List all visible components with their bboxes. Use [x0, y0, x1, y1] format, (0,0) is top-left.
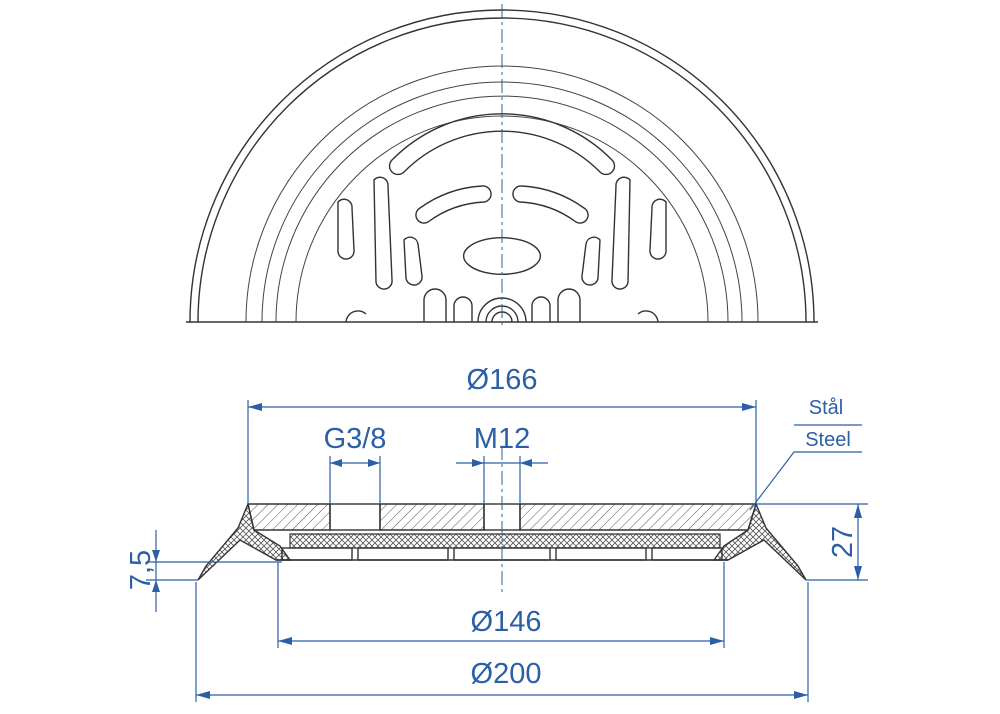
inner-slot-top-right: [512, 185, 589, 224]
outer-slot-top: [388, 113, 616, 176]
pocket-far-left: [345, 310, 367, 323]
outer-slot-right: [649, 198, 667, 260]
arrow-75-bottom: [152, 580, 160, 592]
dim-label-27: 27: [827, 526, 859, 558]
contact-pad-4: [555, 547, 647, 561]
material-label-en: Steel: [805, 429, 851, 451]
arrow-166-right: [742, 403, 756, 411]
arrow-166-left: [248, 403, 262, 411]
steel-disc-left: [247, 503, 331, 531]
pocket-left-1: [423, 288, 447, 322]
arrow-m12-right: [520, 459, 532, 467]
inner-slot-top-left: [415, 185, 492, 224]
arrow-27-top: [854, 504, 862, 518]
outer-slot-left-2: [373, 176, 393, 290]
contact-pad-1: [281, 547, 353, 561]
inner-slot-right: [581, 236, 601, 286]
port-g38: [329, 503, 381, 531]
contact-pad-5: [651, 547, 723, 561]
inner-slot-left: [403, 236, 423, 286]
arrow-27-bottom: [854, 566, 862, 580]
rim-ring-3: [275, 95, 729, 323]
pocket-right-2: [531, 296, 551, 322]
pocket-far-right: [637, 310, 659, 323]
top-view: [186, 4, 818, 328]
arrow-g38-right: [368, 459, 380, 467]
pocket-left-2: [453, 296, 473, 322]
arrow-146-left: [278, 637, 292, 645]
arrow-75-top: [152, 550, 160, 562]
pocket-right-1: [557, 288, 581, 322]
section-view: [197, 446, 807, 596]
arrow-146-right: [710, 637, 724, 645]
steel-disc-right: [519, 503, 757, 531]
dim-label-75: 7,5: [125, 550, 157, 590]
outer-slot-right-2: [611, 176, 631, 290]
rubber-lip-left: [197, 501, 292, 581]
material-leader: [749, 451, 862, 511]
dim-label-166: Ø166: [467, 364, 538, 396]
dim-label-146: Ø146: [471, 606, 542, 638]
arrow-m12-left: [472, 459, 484, 467]
rubber-lip-right: [712, 501, 807, 581]
dim-label-g38: G3/8: [324, 423, 387, 455]
dim-label-200: Ø200: [471, 658, 542, 690]
arrow-g38-left: [330, 459, 342, 467]
center-slot: [462, 237, 542, 275]
arrow-200-right: [794, 691, 808, 699]
material-label-sv: Stål: [809, 397, 843, 419]
dimensions: Ø166 G3/8 M12 Stål Steel 27 7,5: [125, 364, 868, 702]
contact-pad-2: [357, 547, 449, 561]
dim-label-m12: M12: [474, 423, 530, 455]
arrow-200-left: [196, 691, 210, 699]
rubber-body: [289, 533, 721, 549]
outer-slot-left: [337, 198, 355, 260]
steel-disc-mid: [379, 503, 485, 531]
